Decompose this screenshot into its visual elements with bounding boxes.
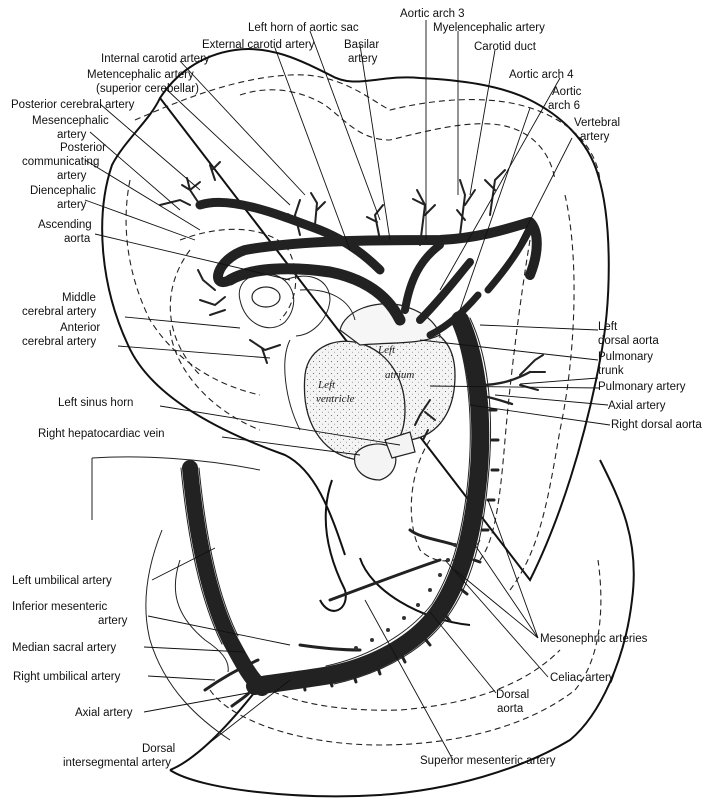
left-umbilical-edge	[180, 467, 239, 645]
label-vertebral-artery-1: Vertebral	[574, 117, 620, 129]
dashed-contour-forebrain2	[169, 249, 261, 431]
left-ventricle-shape	[303, 340, 406, 461]
label-dorsal-aorta-1: Dorsal	[496, 689, 529, 701]
label-left-sinus-horn: Left sinus horn	[58, 397, 133, 409]
label-basilar-artery-2: artery	[348, 53, 378, 65]
label-pulmonary-trunk-1: Pulmonary	[598, 351, 653, 363]
label-aortic-arch-6-1: Aortic	[552, 86, 582, 98]
label-median-sacral-artery: Median sacral artery	[12, 642, 116, 654]
label-superior-mesenteric-artery: Superior mesenteric artery	[420, 755, 556, 767]
label-basilar-artery-1: Basilar	[344, 39, 379, 51]
label-ascending-aorta-1: Ascending	[38, 219, 92, 231]
annotation-labels: Left horn of aortic sac Aortic arch 3 My…	[11, 8, 702, 769]
label-posterior-communicating-3: artery	[57, 170, 87, 182]
label-inferior-mesenteric-2: artery	[98, 615, 128, 627]
tail-outline	[169, 459, 635, 798]
aortic-arch-6-vessel	[426, 291, 482, 339]
median-sacral-vessel	[203, 658, 260, 692]
label-aortic-arch-6-2: arch 6	[548, 100, 580, 112]
optic-region	[238, 273, 356, 431]
dashed-contour-forebrain	[125, 179, 297, 396]
dashed-contour-brain-inner	[239, 89, 556, 181]
label-aortic-arch-3: Aortic arch 3	[400, 8, 465, 20]
optic-stalk-outline	[284, 275, 331, 337]
embryo-outline	[101, 48, 610, 626]
label-metencephalic-artery-2: (superior cerebellar)	[96, 83, 199, 95]
superior-mesenteric-vessel	[328, 558, 442, 602]
dashed-contour-tail-inner	[239, 649, 561, 711]
label-celiac-artery: Celiac artery	[550, 672, 615, 684]
label-diencephalic-artery-2: artery	[57, 199, 87, 211]
left-atrium-label-2: atrium	[385, 369, 414, 381]
dorsal-aorta-edge	[325, 317, 492, 685]
ascending-aorta-vessel	[224, 263, 406, 326]
label-external-carotid-artery: External carotid artery	[202, 39, 315, 51]
label-mesencephalic-artery-2: artery	[57, 129, 87, 141]
umbilical-cord-outline	[91, 456, 261, 741]
aortic-arch-4-vessel	[416, 258, 474, 324]
label-left-dorsal-aorta-1: Left	[598, 321, 618, 333]
label-carotid-duct: Carotid duct	[474, 41, 537, 53]
left-umbilical-artery-vessel	[182, 460, 270, 696]
label-dorsal-intersegmental-2: intersegmental artery	[63, 757, 171, 769]
label-left-umbilical-artery: Left umbilical artery	[12, 575, 112, 587]
label-axial-artery-lower: Axial artery	[75, 707, 133, 719]
aortic-arch-3-vessel	[401, 241, 444, 314]
label-dorsal-aorta-2: aorta	[497, 703, 524, 715]
label-right-dorsal-aorta: Right dorsal aorta	[611, 419, 702, 431]
axial-artery-lower-vessel	[230, 684, 257, 708]
label-right-umbilical-artery: Right umbilical artery	[13, 671, 121, 683]
label-anterior-cerebral-2: cerebral artery	[22, 336, 96, 348]
label-middle-cerebral-2: cerebral artery	[22, 306, 96, 318]
lens	[251, 286, 281, 308]
label-myelencephalic-artery: Myelencephalic artery	[433, 22, 545, 34]
inferior-mesenteric-vessel	[298, 643, 362, 652]
label-right-hepatocardiac-vein: Right hepatocardiac vein	[38, 428, 165, 440]
mesonephric-dots	[354, 543, 457, 650]
label-axial-artery-upper: Axial artery	[608, 400, 666, 412]
dashed-contour-trunk-right	[479, 194, 575, 591]
label-middle-cerebral-1: Middle	[62, 292, 96, 304]
vertebral-artery-vessel	[484, 221, 536, 294]
limb-bud-outline	[174, 559, 229, 673]
left-ventricle-label-2: ventricle	[316, 393, 355, 405]
dashed-contour-tail	[209, 559, 602, 746]
label-posterior-communicating-1: Posterior	[60, 142, 106, 154]
label-left-horn-aortic-sac: Left horn of aortic sac	[248, 22, 359, 34]
heart	[303, 303, 456, 481]
label-posterior-communicating-2: communicating	[22, 156, 99, 168]
axial-artery-upper-vessel	[476, 393, 514, 406]
outflow-tract	[339, 303, 441, 346]
label-internal-carotid-artery: Internal carotid artery	[101, 53, 210, 65]
label-metencephalic-artery-1: Metencephalic artery	[87, 69, 194, 81]
label-anterior-cerebral-1: Anterior	[60, 322, 100, 334]
leader-lines	[84, 20, 611, 763]
left-ventricle-label-1: Left	[317, 379, 336, 391]
label-dorsal-intersegmental-1: Dorsal	[142, 743, 175, 755]
basilar-artery-vessel	[195, 197, 385, 275]
dorsal-intersegmental-ticks	[302, 408, 500, 692]
celiac-vessel	[408, 528, 457, 547]
pulmonary-artery-vessel	[478, 370, 532, 387]
dorsal-aorta-vessel	[246, 311, 490, 695]
label-posterior-cerebral-artery: Posterior cerebral artery	[11, 99, 135, 111]
arterial-tree	[159, 161, 546, 708]
label-aortic-arch-4: Aortic arch 4	[509, 69, 574, 81]
label-mesencephalic-artery-1: Mesencephalic	[32, 115, 109, 127]
label-left-dorsal-aorta-2: dorsal aorta	[598, 335, 659, 347]
label-vertebral-artery-2: artery	[580, 131, 610, 143]
label-mesonephric-arteries: Mesonephric arteries	[540, 633, 648, 645]
label-diencephalic-artery-1: Diencephalic	[30, 185, 96, 197]
dashed-contour-brain-outer	[134, 74, 601, 181]
pharyngeal-outline	[284, 289, 356, 431]
label-ascending-aorta-2: aorta	[64, 233, 91, 245]
label-pulmonary-trunk-2: trunk	[598, 365, 624, 377]
sinus-venosus	[353, 443, 397, 481]
left-atrium-label-1: Left	[377, 344, 396, 356]
label-pulmonary-artery: Pulmonary artery	[598, 381, 686, 393]
label-inferior-mesenteric-1: Inferior mesenteric	[12, 601, 107, 613]
